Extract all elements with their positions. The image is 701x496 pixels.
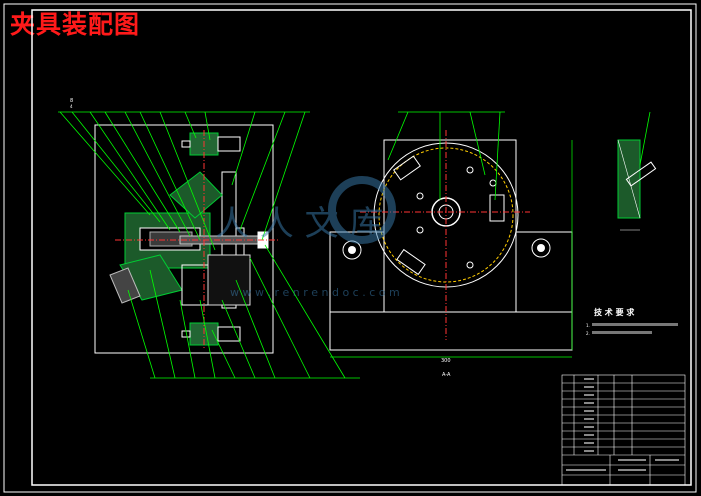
inner-frame: [31, 9, 692, 486]
dimension-width: 300: [441, 358, 451, 364]
left-leaders: [58, 111, 360, 379]
tech-requirements-heading: 技 术 要 求: [594, 307, 635, 317]
section-label: A-A: [442, 372, 451, 378]
tech-requirement-2-text: [592, 331, 652, 334]
title-block-cells: [566, 378, 679, 471]
part-callout: 4: [70, 104, 73, 109]
part-callout: 8: [70, 98, 73, 104]
watermark-url: w w w . r e n r e n d o c . c o m: [230, 286, 400, 299]
tech-requirement-1: 1.: [586, 323, 590, 328]
right-leaders: [387, 111, 505, 201]
tech-requirement-1-text: [592, 323, 678, 326]
watermark: 人 人 文 库 w w w . r e n r e n d o c . c o …: [215, 176, 400, 299]
watermark-text: 人 人 文 库: [215, 204, 383, 244]
tech-requirement-2: 2.: [586, 331, 590, 336]
detail-view: [617, 111, 657, 231]
front-view: [94, 124, 278, 354]
outer-frame: [3, 3, 697, 493]
title-block: [561, 374, 686, 486]
